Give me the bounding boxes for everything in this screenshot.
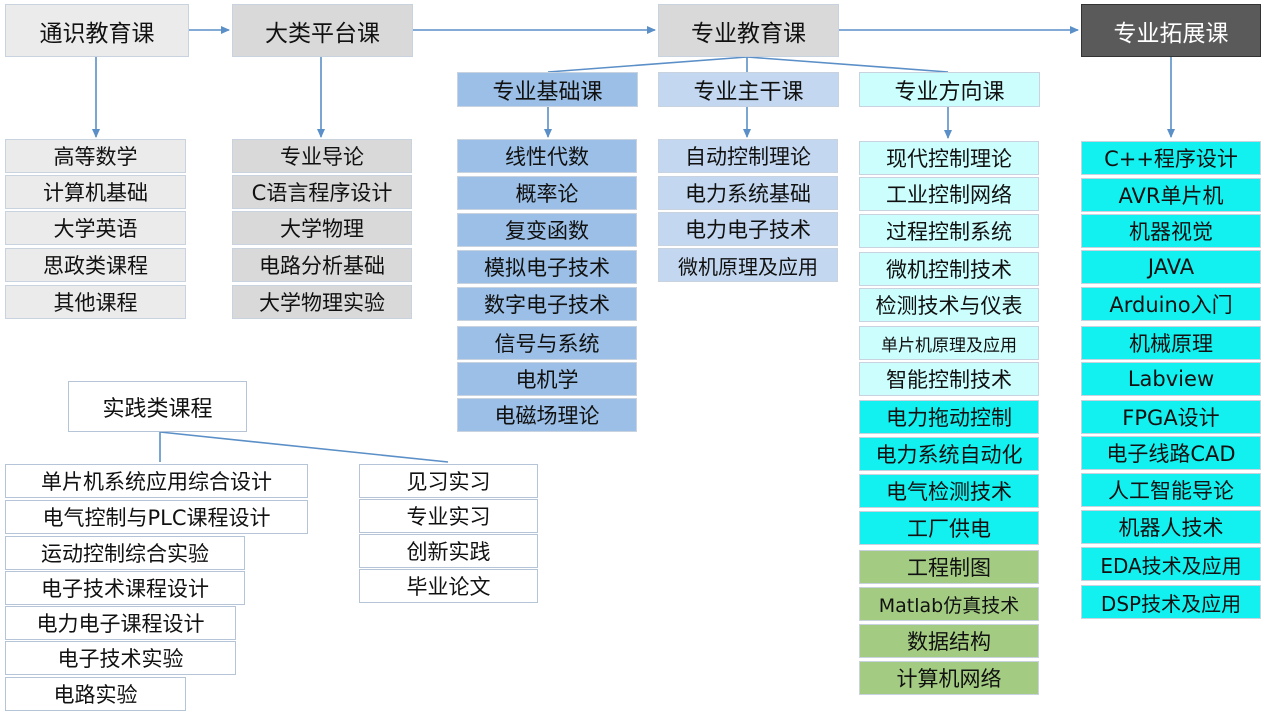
list-item: 机器人技术 [1081,510,1261,544]
list-item: 大学英语 [5,211,186,245]
list-item: 现代控制理论 [859,141,1039,175]
list-item: 大学物理 [232,211,412,245]
list-item: FPGA设计 [1081,400,1261,434]
list-item: 过程控制系统 [859,214,1039,248]
list-item: 自动控制理论 [658,139,838,173]
list-item: DSP技术及应用 [1081,585,1261,619]
sub-header-core: 专业主干课 [658,72,839,107]
list-item: 电力系统基础 [658,176,838,210]
list-item: 电磁场理论 [457,398,637,432]
list-item: 计算机基础 [5,175,186,209]
header-platform-courses: 大类平台课 [232,4,413,57]
list-item: 专业实习 [359,499,538,533]
sub-header-basic: 专业基础课 [457,72,638,107]
list-item: 机器视觉 [1081,214,1261,248]
list-item: 其他课程 [5,285,186,319]
list-item: 概率论 [457,176,637,210]
list-item: 工程制图 [859,550,1039,584]
list-item: 电力系统自动化 [859,437,1039,471]
list-item: EDA技术及应用 [1081,547,1261,581]
list-item: 创新实践 [359,534,538,568]
list-item: 单片机原理及应用 [859,326,1039,360]
list-item: 检测技术与仪表 [859,288,1039,322]
list-item: 工业控制网络 [859,177,1039,211]
header-practice-courses: 实践类课程 [68,381,247,432]
list-item: 智能控制技术 [859,362,1039,396]
list-item: 信号与系统 [457,326,637,360]
list-item: 复变函数 [457,213,637,247]
list-item: 电子技术课程设计 [5,571,245,605]
header-major-extension: 专业拓展课 [1081,4,1261,57]
list-item: 大学物理实验 [232,285,412,319]
list-item: 数字电子技术 [457,287,637,321]
list-item: 电力电子技术 [658,212,838,246]
list-item: 高等数学 [5,139,186,173]
list-item: C++程序设计 [1081,141,1261,175]
list-item: 电子技术实验 [5,641,236,675]
list-item: 机械原理 [1081,326,1261,360]
line-major-direction [746,56,949,73]
list-item: 见习实习 [359,464,538,498]
list-item: 电子线路CAD [1081,436,1261,470]
sub-header-direction: 专业方向课 [859,72,1040,107]
list-item: 电路实验 [5,677,186,711]
list-item: 计算机网络 [859,661,1039,695]
list-item: C语言程序设计 [232,175,412,209]
list-item: 毕业论文 [359,569,538,603]
list-item: 线性代数 [457,139,637,173]
list-item: JAVA [1081,250,1261,284]
line-practice-right [159,431,449,463]
list-item: AVR单片机 [1081,178,1261,212]
list-item: 电路分析基础 [232,248,412,282]
list-item: 运动控制综合实验 [5,536,245,570]
list-item: 思政类课程 [5,248,186,282]
list-item: Labview [1081,362,1261,396]
list-item: 数据结构 [859,624,1039,658]
list-item: 电气控制与PLC课程设计 [5,500,308,534]
list-item: Arduino入门 [1081,287,1261,321]
list-item: 微机原理及应用 [658,248,838,282]
list-item: 工厂供电 [859,511,1039,545]
list-item: 电机学 [457,362,637,396]
list-item: 微机控制技术 [859,252,1039,286]
header-major-education: 专业教育课 [658,4,839,57]
list-item: 单片机系统应用综合设计 [5,464,308,498]
header-general-education: 通识教育课 [5,4,189,57]
list-item: 电力电子课程设计 [5,606,236,640]
list-item: Matlab仿真技术 [859,587,1039,621]
list-item: 专业导论 [232,139,412,173]
list-item: 电力拖动控制 [859,400,1039,434]
list-item: 模拟电子技术 [457,250,637,284]
list-item: 人工智能导论 [1081,473,1261,507]
list-item: 电气检测技术 [859,474,1039,508]
line-major-basic [547,56,748,73]
